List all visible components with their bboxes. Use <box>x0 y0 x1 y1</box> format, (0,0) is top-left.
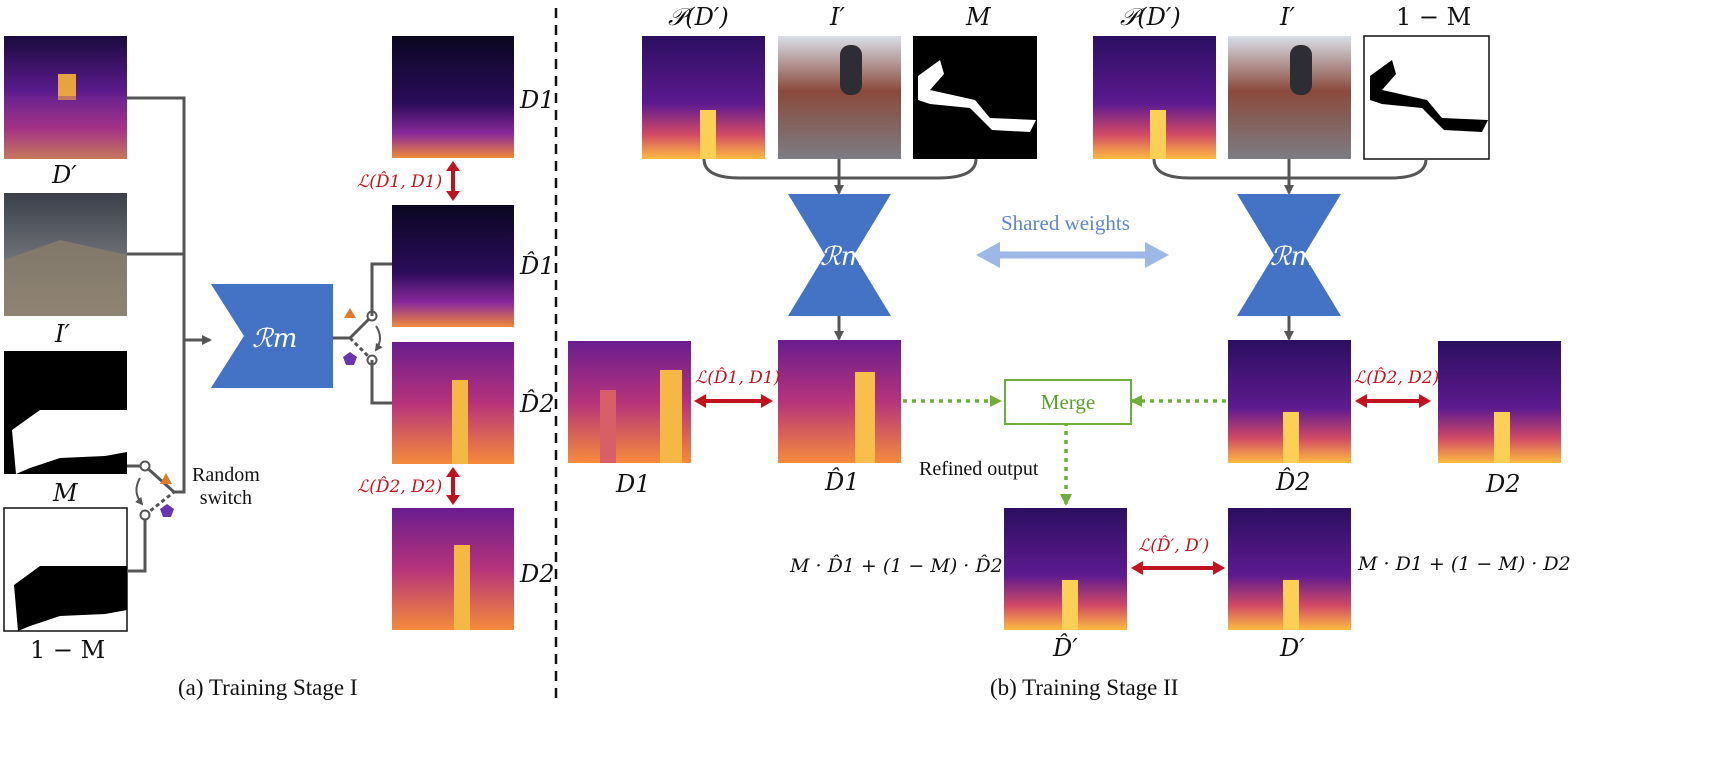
stage2-right-network-label: ℛm <box>1270 242 1316 272</box>
stage1-network-shape <box>211 284 333 388</box>
stage1-network-label: ℛm <box>252 324 298 354</box>
stage2-loss-right-label: ℒ(D̂2, D2) <box>1354 368 1440 388</box>
merge-label: Merge <box>1040 389 1096 414</box>
stage1-depth-label: D′ <box>52 161 77 189</box>
stage2-right-input-pd <box>1093 36 1216 159</box>
stage2-loss-merge-label: ℒ(D̂′, D′) <box>1138 536 1210 556</box>
stage2-loss-left-label: ℒ(D̂1, D1) <box>695 368 781 388</box>
stage1-input-depth <box>4 36 127 159</box>
stage1-input-switch <box>135 460 176 521</box>
stage1-loss1-arrow <box>446 161 460 201</box>
random-switch-line-1: Random <box>192 464 260 486</box>
stage2-left-input-mask <box>913 36 1037 159</box>
stage2-left-network <box>788 194 891 316</box>
stage2-d1-hat-label: D̂1 <box>825 468 860 496</box>
stage1-input-connectors <box>127 96 212 573</box>
stage1-input-mask <box>4 351 127 474</box>
stage1-pred-d1 <box>392 205 514 327</box>
stage2-d1-label: D1 <box>616 470 651 498</box>
stage1-loss2-label: ℒ(D̂2, D2) <box>357 477 443 497</box>
stage2-left-image-label: I′ <box>830 3 845 31</box>
stage2-left-input-pd <box>642 36 765 159</box>
stage1-loss1-label: ℒ(D̂1, D1) <box>357 172 443 192</box>
stage1-output-switch <box>333 262 392 405</box>
stage1-input-inverse-mask <box>3 507 128 632</box>
stage2-right-input-inverse-mask <box>1363 35 1490 160</box>
stage1-inverse-mask-label: 1 − M <box>30 636 106 664</box>
stage1-d2-hat-label: D̂2 <box>520 390 555 418</box>
random-switch-label: Random switch <box>192 464 260 510</box>
stage2-pred-d1 <box>778 340 901 463</box>
stage2-loss-right-arrow <box>1355 394 1431 408</box>
stage2-loss-merge-arrow <box>1131 561 1225 575</box>
stage2-left-pd-label: 𝒫(D′) <box>668 3 729 31</box>
stage1-image-label: I′ <box>55 320 70 348</box>
stage1-input-image <box>4 193 127 316</box>
formula-pred: M · D̂1 + (1 − M) · D̂2 <box>790 555 1003 577</box>
stage2-left-input-image <box>778 36 901 159</box>
random-switch-line-2: switch <box>199 487 252 509</box>
stage1-gt-d1 <box>392 36 514 158</box>
merge-box: Merge <box>1004 379 1132 425</box>
stage2-d2-label: D2 <box>1486 470 1521 498</box>
stage2-caption: (b) Training Stage II <box>990 675 1179 700</box>
stage2-right-network <box>1237 194 1341 316</box>
refined-output-label: Refined output <box>919 458 1039 480</box>
stage2-left-mask-label: M <box>966 3 991 31</box>
stage2-right-mask-label: 1 − M <box>1396 3 1472 31</box>
stage1-gt-d2 <box>392 508 514 630</box>
stage2-merged-pred-label: D̂′ <box>1053 634 1078 662</box>
stage1-d1-label: D1 <box>520 86 555 114</box>
stage2-gt-d2 <box>1438 341 1561 463</box>
shared-weights-arrow <box>976 242 1169 268</box>
stage2-merged-gt <box>1228 508 1351 630</box>
stage2-right-pd-label: 𝒫(D′) <box>1120 3 1181 31</box>
stage2-pred-d2 <box>1228 340 1351 463</box>
shared-weights-label: Shared weights <box>1001 211 1130 235</box>
switch-pentagon-icon <box>160 504 174 517</box>
stage2-right-image-label: I′ <box>1280 3 1295 31</box>
stage1-caption: (a) Training Stage I <box>178 675 358 700</box>
stage2-input-connectors <box>702 158 1428 341</box>
switch-triangle-icon <box>160 473 172 484</box>
merge-flow <box>903 395 1226 506</box>
stage2-right-input-image <box>1228 36 1351 159</box>
stage2-gt-d1 <box>568 341 691 463</box>
stage1-mask-label: M <box>53 479 78 507</box>
stage2-d2-hat-label: D̂2 <box>1276 468 1311 496</box>
stage1-d2-label: D2 <box>520 560 555 588</box>
formula-gt: M · D1 + (1 − M) · D2 <box>1358 553 1571 575</box>
stage2-left-network-label: ℛm <box>820 242 866 272</box>
stage2-loss-left-arrow <box>694 394 773 408</box>
stage2-merged-pred <box>1004 508 1127 630</box>
switch-pentagon-icon <box>343 352 357 365</box>
stage1-d1-hat-label: D̂1 <box>520 252 555 280</box>
stage1-loss2-arrow <box>446 467 460 505</box>
stage1-pred-d2 <box>392 342 514 464</box>
switch-triangle-icon <box>344 308 356 318</box>
stage2-merged-gt-label: D′ <box>1280 634 1305 662</box>
